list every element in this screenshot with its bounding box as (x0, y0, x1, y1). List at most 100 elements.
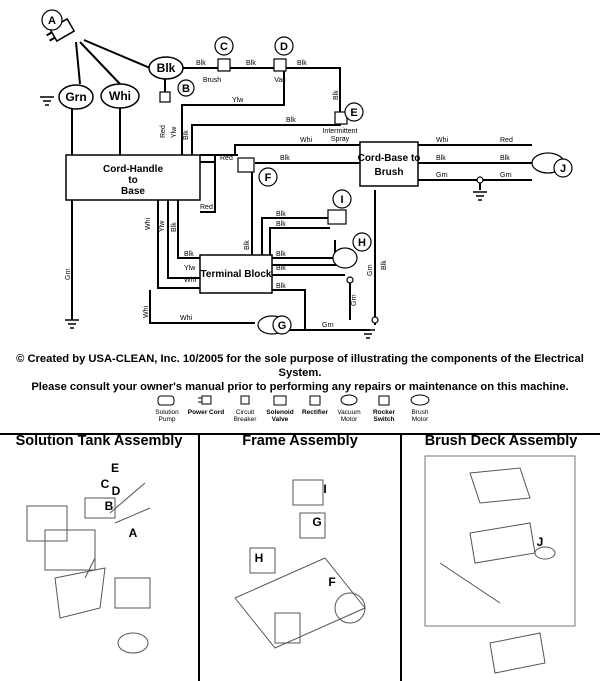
wire-label: Blk (244, 240, 251, 250)
callout-g: G (278, 320, 287, 332)
wire-label: Ylw (171, 126, 178, 138)
terminal-block-label: Terminal Block (201, 269, 272, 280)
wire-label: Red (160, 125, 167, 138)
callout-f: F (265, 172, 272, 184)
wire-label: Grn (367, 264, 374, 276)
copyright-line-1: © Created by USA-CLEAN, Inc. 10/2005 for… (16, 353, 584, 379)
vacuum-icon (340, 394, 358, 406)
copyright-notice: © Created by USA-CLEAN, Inc. 10/2005 for… (0, 352, 600, 394)
cord-base-box (359, 141, 419, 187)
callout-j: J (537, 535, 544, 549)
wire-label: Whi (180, 315, 193, 322)
ground-icon-top (40, 96, 54, 106)
wire-label: Blk (246, 60, 256, 67)
callout-e: E (111, 461, 119, 475)
rocker-icon (378, 395, 390, 406)
brush-deck-title: Brush Deck Assembly (424, 433, 578, 449)
breaker-icon (159, 91, 171, 103)
callout-g: G (312, 515, 321, 529)
callout-e: E (350, 107, 357, 119)
wire-label: Blk (500, 155, 510, 162)
cord-handle-label-1: Cord-Handle (103, 164, 163, 175)
wire-label: Blk (286, 117, 296, 124)
oval-blk: Blk (157, 61, 176, 75)
wire-label: Ylw (232, 97, 244, 104)
spray-label-2: Spray (331, 136, 350, 143)
rectifier-icon (309, 395, 321, 406)
cord-base-label-2: Brush (375, 167, 404, 178)
wire-label: Ylw (159, 220, 166, 232)
wire-label: Grn (65, 268, 72, 280)
wire-label: Blk (436, 155, 446, 162)
rocker-switch-vac-icon (273, 58, 287, 72)
wire-label: Red (500, 137, 513, 144)
whi-oval (100, 83, 140, 109)
wire-label: Whi (145, 218, 152, 231)
wire-label: Ylw (184, 265, 196, 272)
spray-label-1: Intermittent (322, 128, 357, 135)
ground-icon-bottom (361, 329, 375, 339)
wiring-diagram: A B C D E F G H I J Blk Grn Whi Cord-Han… (40, 9, 573, 339)
wire-label: Red (200, 204, 213, 211)
wire-label: Blk (184, 251, 194, 258)
assembly-panels: Solution Tank Assembly Frame Assembly Br… (0, 433, 600, 681)
wire-label: Blk (381, 260, 388, 270)
wire-label: Blk (333, 90, 340, 100)
oval-grn: Grn (65, 90, 86, 104)
callout-f: F (328, 575, 335, 589)
brush-motor-icon (410, 394, 430, 406)
copyright-line-2: Please consult your owner's manual prior… (31, 381, 569, 393)
rectifier-f-icon (237, 157, 255, 173)
legend-item: Power Cord (184, 393, 228, 416)
wire-label: Blk (276, 251, 286, 258)
callout-i: I (323, 482, 326, 496)
rocker-switch-brush-icon (217, 58, 231, 72)
solution-tank-exploded-view: E C D B A (26, 461, 151, 654)
solution-pump-h-icon (332, 247, 358, 269)
vac-label: Vac (274, 77, 286, 84)
terminal-block-box (199, 254, 273, 294)
callout-j: J (560, 163, 566, 175)
power-cord-icon (198, 395, 212, 405)
wire-label: Grn (351, 294, 358, 306)
panel-divider (198, 433, 200, 681)
wire-label: Blk (183, 130, 190, 140)
ground-icon-left (65, 319, 79, 329)
blk-oval (148, 56, 184, 80)
wire-label: Blk (196, 60, 206, 67)
callout-d: D (280, 41, 288, 53)
wire-label: Blk (276, 211, 286, 218)
wire-label: Blk (280, 155, 290, 162)
callout-b: B (182, 83, 190, 95)
pump-icon (157, 395, 175, 406)
wire-label: Blk (276, 221, 286, 228)
frame-assembly-exploded-view: I G H F (234, 479, 366, 649)
wire-label: Blk (171, 222, 178, 232)
callout-b: B (105, 499, 114, 513)
callout-d: D (112, 484, 121, 498)
solenoid-i-icon (327, 209, 347, 225)
wire-label: Blk (297, 60, 307, 67)
callout-c: C (220, 41, 228, 53)
callout-i: I (340, 194, 343, 206)
wire-label: Blk (276, 265, 286, 272)
callout-a: A (129, 526, 138, 540)
wire-label: Whi (184, 277, 197, 284)
wire-label: Whi (436, 137, 449, 144)
wire-label: Grn (500, 172, 512, 179)
callout-a: A (48, 15, 56, 27)
callout-c: C (101, 477, 110, 491)
callout-h: H (255, 551, 264, 565)
panel-divider (400, 433, 402, 681)
breaker-icon (240, 395, 250, 405)
brush-label: Brush (203, 77, 221, 84)
wire-label: Blk (276, 283, 286, 290)
legend-item: Rectifier (298, 393, 332, 416)
